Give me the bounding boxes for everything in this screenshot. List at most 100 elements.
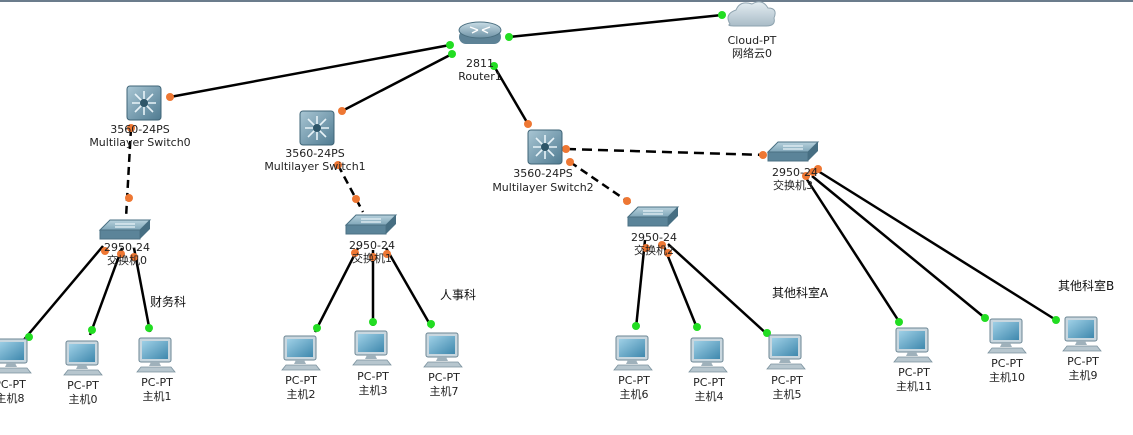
pc-2[interactable]: PC-PT 主机2: [281, 335, 321, 401]
note-finance[interactable]: 财务科: [150, 294, 186, 309]
port-down: [623, 197, 631, 205]
port-down: [369, 253, 377, 261]
pc10-model-label: PC-PT: [991, 357, 1023, 370]
port-down: [127, 124, 135, 132]
switch-0[interactable]: 2950-24 交换机0: [98, 219, 152, 267]
cloud-device[interactable]: Cloud-PT 网络云0: [727, 1, 777, 60]
cloud-icon: [727, 1, 776, 27]
pc11-name-label: 主机11: [896, 379, 932, 393]
multilayer-switch-icon: [527, 129, 563, 165]
pc-9[interactable]: PC-PT 主机9: [1062, 316, 1102, 382]
cloud-name-label: 网络云0: [732, 46, 772, 60]
pc-3[interactable]: PC-PT 主机3: [352, 330, 392, 397]
port-down: [334, 161, 342, 169]
sw2-name-label: 交换机2: [634, 243, 674, 257]
port-indicators: [25, 11, 1060, 341]
switch-1[interactable]: 2950-24 交换机1: [344, 214, 398, 265]
pc-6[interactable]: PC-PT 主机6: [613, 335, 653, 401]
pc-7[interactable]: PC-PT 主机7: [423, 332, 463, 398]
cable-sw1-pc2[interactable]: [313, 247, 360, 333]
cables: [21, 13, 1057, 343]
pc-1[interactable]: PC-PT 主机1: [136, 337, 176, 403]
multilayer-switch-icon: [299, 110, 335, 146]
multilayer-switch-2[interactable]: 3560-24PS Multilayer Switch2: [492, 129, 594, 194]
pc4-name-label: 主机4: [695, 389, 724, 403]
cable-router-cloud[interactable]: [508, 13, 723, 39]
pc10-name-label: 主机10: [989, 370, 1025, 384]
sw0-model-label: 2950-24: [104, 241, 150, 254]
port-down: [664, 249, 672, 257]
port-up: [313, 324, 321, 332]
cable-mls1-sw1[interactable]: [336, 164, 365, 213]
pc3-name-label: 主机3: [359, 383, 388, 397]
port-up: [88, 326, 96, 334]
pc-icon: [63, 340, 103, 376]
sw2-model-label: 2950-24: [631, 231, 677, 244]
note-other-a[interactable]: 其他科室A: [772, 285, 829, 300]
cable-sw3-pc10[interactable]: [811, 175, 986, 319]
sw1-name-label: 交换机1: [352, 251, 392, 265]
pc-icon: [352, 330, 392, 366]
cable-sw2-pc5[interactable]: [667, 243, 769, 336]
note-hr[interactable]: 人事科: [440, 288, 476, 302]
cable-sw3-pc11[interactable]: [804, 177, 902, 324]
router-device[interactable]: 2811 Router1: [458, 21, 502, 83]
pc0-name-label: 主机0: [69, 392, 98, 406]
pc9-name-label: 主机9: [1069, 368, 1098, 382]
multilayer-switch-0[interactable]: 3560-24PS Multilayer Switch0: [89, 85, 191, 149]
cable-router-mls2[interactable]: [492, 65, 530, 125]
cable-router-mls1[interactable]: [341, 52, 453, 113]
pc11-model-label: PC-PT: [898, 366, 930, 379]
note-other-b[interactable]: 其他科室B: [1058, 278, 1114, 293]
port-up: [693, 323, 701, 331]
router-icon: [458, 21, 502, 44]
pc-4[interactable]: PC-PT 主机4: [688, 337, 728, 403]
pc-0[interactable]: PC-PT 主机0: [63, 340, 103, 406]
switch-icon: [98, 219, 152, 240]
cloud-model-label: Cloud-PT: [728, 34, 777, 47]
port-down: [383, 250, 391, 258]
pc-11[interactable]: PC-PT 主机11: [893, 327, 933, 393]
pc2-name-label: 主机2: [287, 387, 316, 401]
multilayer-switch-1[interactable]: 3560-24PS Multilayer Switch1: [264, 110, 366, 173]
switch-icon: [344, 214, 398, 235]
pc8-model-label: PC-PT: [0, 378, 26, 391]
mls1-name-label: Multilayer Switch1: [264, 160, 365, 173]
port-down: [642, 244, 650, 252]
port-up: [505, 33, 513, 41]
cable-mls0-sw0[interactable]: [124, 127, 133, 219]
port-down: [166, 93, 174, 101]
port-up: [448, 50, 456, 58]
cable-sw2-pc6[interactable]: [634, 239, 647, 329]
port-up: [446, 41, 454, 49]
mls0-model-label: 3560-24PS: [110, 123, 170, 136]
sw1-model-label: 2950-24: [349, 239, 395, 252]
port-down: [524, 120, 532, 128]
switch-3[interactable]: 2950-24 交换机3: [766, 141, 820, 192]
cable-router-mls0[interactable]: [169, 43, 451, 99]
cable-sw0-pc0[interactable]: [88, 247, 124, 336]
pc6-model-label: PC-PT: [618, 374, 650, 387]
pc-icon: [987, 318, 1027, 354]
cable-sw2-pc4[interactable]: [661, 243, 699, 329]
pc-8[interactable]: PC-PT 主机8: [0, 338, 32, 405]
cable-sw1-pc7[interactable]: [384, 247, 434, 329]
pc1-name-label: 主机1: [143, 389, 172, 403]
sw0-name-label: 交换机0: [107, 253, 147, 267]
cable-sw3-pc9[interactable]: [817, 169, 1057, 322]
switch-2[interactable]: 2950-24 交换机2: [626, 206, 680, 257]
cable-mls2-sw3[interactable]: [565, 147, 766, 157]
pc1-model-label: PC-PT: [141, 376, 173, 389]
pc3-model-label: PC-PT: [357, 370, 389, 383]
cable-sw0-pc8[interactable]: [21, 245, 104, 343]
port-down: [338, 107, 346, 115]
pc6-name-label: 主机6: [620, 387, 649, 401]
pc7-model-label: PC-PT: [428, 371, 460, 384]
pc-5[interactable]: PC-PT 主机5: [766, 334, 806, 401]
mls0-name-label: Multilayer Switch0: [89, 136, 190, 149]
cable-sw0-pc1[interactable]: [132, 247, 152, 333]
pc-icon: [893, 327, 933, 363]
pc-10[interactable]: PC-PT 主机10: [987, 318, 1027, 384]
switch-icon: [766, 141, 820, 162]
